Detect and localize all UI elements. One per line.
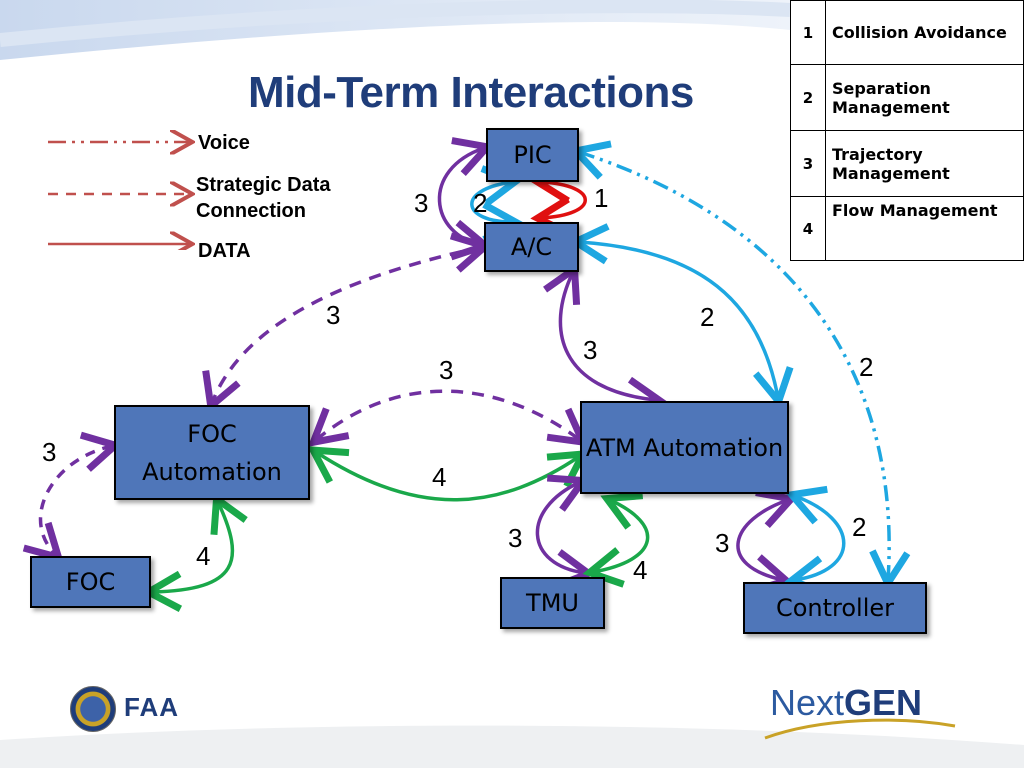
foc-atm-trajectory-link [316,389,580,440]
atm-tmu-trajectory-link [535,482,585,573]
foc-automation-node: FOC Automation [114,405,310,500]
edge-label: 3 [439,355,454,385]
legend-voice-label: Voice [198,132,250,154]
aircraft-node: A/C [484,222,579,272]
page-title: Mid-Term Interactions [248,68,694,117]
pic-ac-collision-link [541,182,587,218]
faa-logo-text: FAA [124,692,179,722]
atm-controller-trajectory-link [736,500,788,580]
edge-label: 3 [414,188,429,218]
pic-node: PIC [486,128,579,182]
edge-label: 2 [700,302,715,332]
nextgen-light-text: Next [770,682,845,723]
foc-automation-foc-flow-link [152,502,232,592]
edge-label: 4 [633,555,648,585]
atm-tmu-flow-link [593,500,650,572]
nextgen-logo: NextGEN [770,682,922,724]
edge-label: 3 [715,528,730,558]
edge-label: 3 [583,335,598,365]
key-number: 2 [790,64,826,131]
atm-automation-node: ATM Automation [580,401,789,494]
pic-controller-voice-link [579,152,889,580]
key-row: 2 Separation Management [790,64,1024,131]
edge-label: 3 [42,437,57,467]
ac-atm-trajectory-link [560,272,656,400]
key-label: Collision Avoidance [825,0,1024,65]
edge-label: 2 [852,512,867,542]
edge-label: 2 [473,188,488,218]
legend-strategic-label: Strategic Data Connection [196,174,331,222]
foc-node: FOC [30,556,151,608]
dot-seal-logo [70,686,116,732]
edge-label: 3 [326,300,341,330]
edge-label: 2 [859,352,874,382]
key-label: Separation Management [825,64,1024,131]
key-row: 1 Collision Avoidance [790,0,1024,65]
nextgen-bold-text: GEN [844,682,923,723]
ac-atm-separation-link [579,242,778,398]
edge-label: 4 [432,462,447,492]
edge-label: 4 [196,541,211,571]
edge-label: 3 [508,523,523,553]
tmu-node: TMU [500,577,605,629]
pic-ac-separation-link [470,182,512,222]
legend-lines [48,130,240,250]
foc-automation-foc-trajectory-link [40,446,112,555]
edge-label: 1 [594,183,609,213]
controller-node: Controller [743,582,927,634]
nextgen-swoosh [764,718,956,740]
ac-foc-automation-link [212,247,482,403]
atm-controller-separation-link [795,496,846,580]
foc-atm-flow-link [316,452,580,502]
